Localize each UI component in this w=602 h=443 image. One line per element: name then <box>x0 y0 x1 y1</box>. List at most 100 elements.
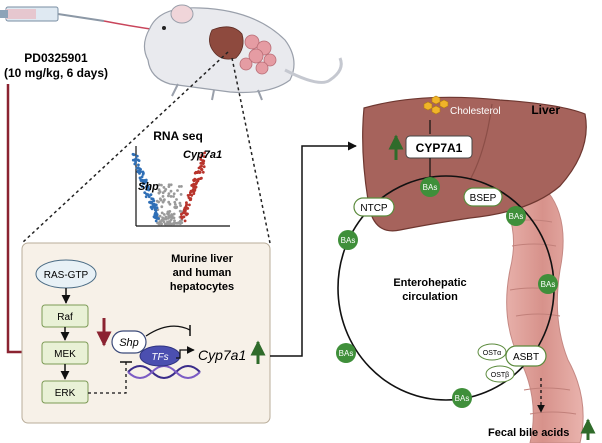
circulation-title-2: circulation <box>402 291 458 303</box>
osta-label: OSTα <box>483 350 501 357</box>
volcano-dot <box>139 179 143 183</box>
volcano-dot <box>155 206 159 210</box>
volcano-dot <box>137 170 141 174</box>
volcano-dot <box>160 183 163 187</box>
volcano-dot <box>193 171 197 175</box>
volcano-dot <box>137 159 141 163</box>
volcano-dot <box>203 151 207 155</box>
bas-label: BAs <box>509 212 524 221</box>
osta-transporter <box>477 343 507 361</box>
volcano-dot <box>173 219 176 223</box>
volcano-dot <box>169 195 173 198</box>
volcano-dot <box>174 206 178 210</box>
volcano-dot <box>186 194 190 197</box>
volcano-dot <box>172 195 175 198</box>
volcano-dot <box>197 171 201 174</box>
panel-title-3: hepatocytes <box>170 281 234 293</box>
volcano-dot <box>142 180 145 183</box>
volcano-dot <box>168 220 172 223</box>
panel-title-2: and human <box>173 267 232 279</box>
mouse-illustration <box>143 4 343 101</box>
volcano-dot <box>158 197 162 201</box>
volcano-dot <box>150 201 154 205</box>
volcano-dot <box>138 176 142 180</box>
volcano-dot <box>199 177 202 181</box>
drug-dose: (10 mg/kg, 6 days) <box>4 66 108 80</box>
volcano-dot <box>160 218 164 222</box>
bas-label: BAs <box>455 394 470 403</box>
volcano-dot <box>157 183 161 187</box>
volcano-dot <box>187 196 191 200</box>
volcano-dot <box>146 193 150 197</box>
volcano-dot <box>141 170 145 174</box>
volcano-dot <box>185 201 188 205</box>
zoom-line-left <box>21 51 229 244</box>
volcano-dot <box>202 155 206 159</box>
ras-gtp-label: RAS-GTP <box>44 270 89 281</box>
volcano-dot <box>178 209 182 213</box>
volcano-dot <box>179 204 183 208</box>
volcano-dot <box>181 215 185 219</box>
volcano-dot <box>172 212 176 216</box>
volcano-dot <box>176 189 179 192</box>
asbt-label: ASBT <box>513 352 539 363</box>
bas-circle: BAs <box>338 230 358 250</box>
volcano-dot <box>149 193 153 197</box>
volcano-dot <box>153 208 157 212</box>
volcano-dot <box>153 214 157 218</box>
volcano-dot <box>186 212 189 216</box>
bas-circle: BAs <box>336 343 356 363</box>
volcano-dot <box>179 222 182 226</box>
volcano-dot <box>167 194 170 198</box>
volcano-dot <box>173 200 177 204</box>
bsep-transporter <box>463 187 503 207</box>
volcano-dot <box>134 160 138 164</box>
fecal-bile-acids-label: Fecal bile acids <box>488 427 569 439</box>
volcano-dot <box>196 178 199 182</box>
volcano-dot <box>192 192 196 196</box>
volcano-dot <box>185 206 189 210</box>
volcano-dot <box>190 183 194 187</box>
volcano-dot <box>193 188 197 192</box>
pathway-panel <box>21 242 271 424</box>
bas-circle: BAs <box>506 206 526 226</box>
volcano-dot <box>201 170 205 174</box>
volcano-dot <box>147 195 151 199</box>
shp-label: Shp <box>119 337 139 349</box>
volcano-dot <box>159 222 163 226</box>
ntcp-label: NTCP <box>360 203 388 214</box>
volcano-dot <box>188 203 191 207</box>
volcano-dot <box>173 221 177 225</box>
volcano-dot <box>199 158 203 161</box>
volcano-dot <box>162 217 166 221</box>
volcano-dot <box>161 200 165 204</box>
volcano-dot <box>169 183 173 187</box>
cholesterol-label: Cholesterol <box>450 106 501 117</box>
volcano-dot <box>150 207 154 211</box>
volcano-dot <box>171 216 175 220</box>
volcano-dot <box>132 153 136 157</box>
volcano-dot <box>167 183 171 187</box>
bas-circle: BAs <box>538 274 558 294</box>
volcano-dot <box>162 186 166 189</box>
volcano-dot <box>182 211 185 215</box>
bas-circle: BAs <box>420 177 440 197</box>
volcano-dot <box>169 189 173 193</box>
mek-label: MEK <box>54 349 76 360</box>
volcano-dot <box>168 202 172 206</box>
volcano-dot <box>174 203 177 206</box>
volcano-dot <box>154 203 158 207</box>
volcano-dot <box>175 198 178 201</box>
volcano-dot <box>180 212 183 216</box>
volcano-dot <box>139 168 142 171</box>
volcano-dot <box>177 185 181 188</box>
bas-label: BAs <box>341 236 356 245</box>
tfs-label: TFs <box>151 352 168 363</box>
volcano-dot <box>165 222 169 226</box>
volcano-dot <box>160 205 164 209</box>
volcano-dot <box>195 181 199 184</box>
volcano-dot <box>140 185 144 188</box>
bas-label: BAs <box>541 280 556 289</box>
volcano-dot <box>135 166 139 170</box>
volcano-dot <box>154 219 158 223</box>
